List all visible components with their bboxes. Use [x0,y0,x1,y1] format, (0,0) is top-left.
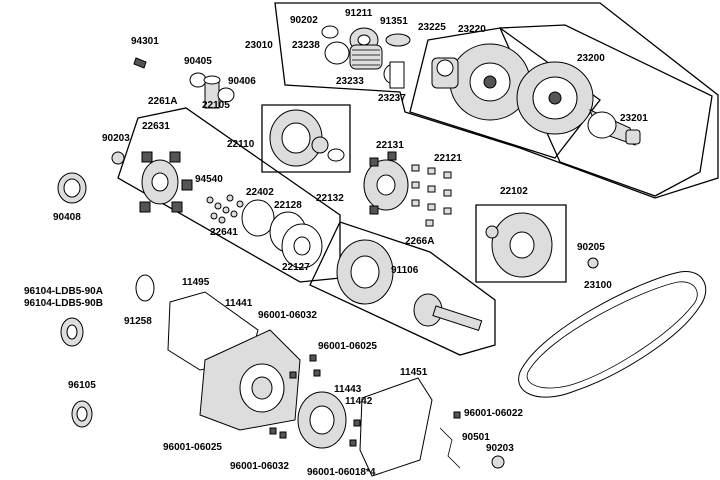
driven-pulley-group-outline [274,2,719,199]
label-90202: 90202 [290,15,318,26]
label-11451: 11451 [400,367,428,378]
label-90205: 90205 [577,242,605,253]
label-22121: 22121 [434,153,462,164]
label-23201: 23201 [620,113,648,124]
label-91351: 91351 [380,16,408,27]
label-22402: 22402 [246,187,274,198]
label-22132: 22132 [316,193,344,204]
bearing-sleeve-group [189,72,235,109]
label-11442: 11442 [345,396,373,407]
label-91258: 91258 [124,316,152,327]
fan-pulley-22102 [485,212,553,278]
label-23238: 23238 [292,40,320,51]
crankcase-cover-11441 [199,329,301,431]
seal-96104 [60,317,84,347]
weights-22121 [411,164,452,227]
nut-90203 [111,151,125,165]
label-90203-upper: 90203 [102,133,130,144]
label-22102: 22102 [500,186,528,197]
driven-face-23220 [431,43,531,121]
nut-90203-lower [491,455,505,469]
label-96104-a: 96104-LDB5-90A [24,286,103,297]
label-2261A: 2261A [148,96,178,107]
shroud-11451 [359,377,433,477]
bearing-cover-11442 [297,391,347,449]
label-11441: 11441 [225,298,253,309]
label-96104-b: 96104-LDB5-90B [24,298,103,309]
drum-2266A [336,239,483,331]
label-96001-06018: 96001-06018*4 [307,467,376,478]
seal-96105 [71,400,93,428]
label-94540: 94540 [195,174,223,185]
label-96001-06032-upper: 96001-06032 [258,310,317,321]
label-90405: 90405 [184,56,212,67]
nut-90205 [587,257,599,269]
label-23200: 23200 [577,53,605,64]
drive-belt-23100 [518,271,707,398]
label-96001-06025-upper: 96001-06025 [318,341,377,352]
label-22131: 22131 [376,140,404,151]
label-11443: 11443 [334,384,362,395]
label-96001-06022: 96001-06022 [464,408,523,419]
label-96105: 96105 [68,380,96,391]
label-94301: 94301 [131,36,159,47]
carrier-22131 [363,151,409,215]
label-23010: 23010 [245,40,273,51]
pulley-subgroup-outline [409,27,601,159]
top-small-parts [321,25,411,89]
label-90408: 90408 [53,212,81,223]
label-23100: 23100 [584,280,612,291]
gear-22110 [261,104,351,173]
label-11495: 11495 [182,277,210,288]
cover-bolts [269,354,461,447]
label-23233: 23233 [336,76,364,87]
drum-group-outline [309,221,496,356]
label-90406: 90406 [228,76,256,87]
fan-group-outline [475,204,567,283]
label-22631: 22631 [142,121,170,132]
bracket-90501 [439,427,461,469]
clutch-subgroup-outline [499,24,713,197]
label-22110: 22110 [227,139,255,150]
label-22127: 22127 [282,262,310,273]
label-96001-06032-lower: 96001-06032 [230,461,289,472]
label-23237: 23237 [378,93,406,104]
ramp-plate-22631 [139,151,193,213]
label-2266A: 2266A [405,236,435,247]
label-91211: 91211 [345,8,373,19]
label-96001-06025-lower: 96001-06025 [163,442,222,453]
label-22128: 22128 [274,200,302,211]
seal-91258 [135,274,155,302]
seal-90408 [57,172,87,204]
label-22641: 22641 [210,227,238,238]
label-22105: 22105 [202,100,230,111]
label-90203-lower: 90203 [486,443,514,454]
plates-22128-22127 [241,199,323,269]
label-91106: 91106 [391,265,419,276]
label-23220: 23220 [458,24,486,35]
rollers-22641 [206,194,244,224]
label-23225: 23225 [418,22,446,33]
clutch-outer-23200 [516,61,641,146]
bolt-94301 [133,57,147,69]
label-90501: 90501 [462,432,490,443]
